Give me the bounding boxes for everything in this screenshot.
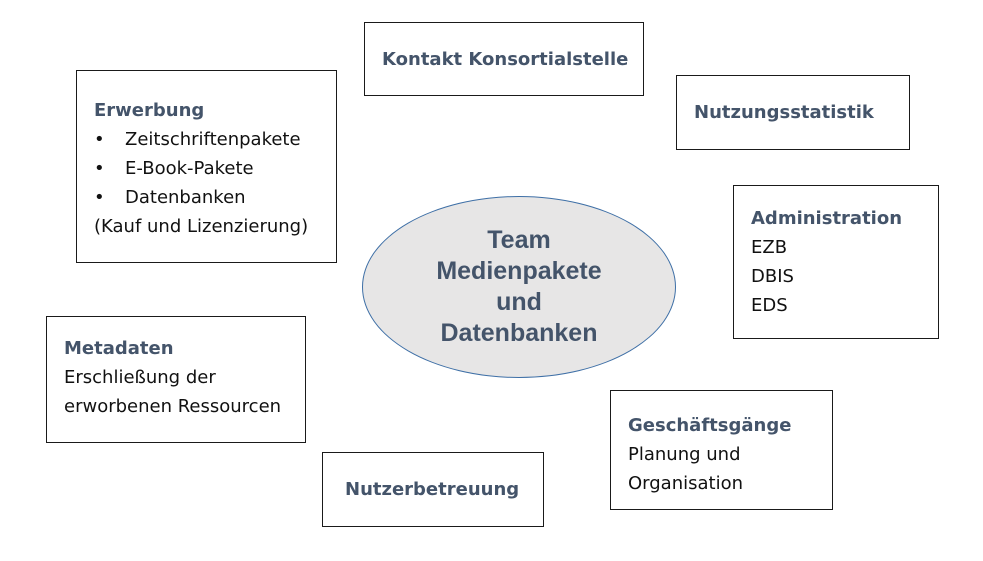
box-title-administration: Administration <box>751 208 903 229</box>
box-title-geschaeftsgaenge: Geschäftsgänge <box>628 415 792 436</box>
bullet-dot: • <box>94 129 105 150</box>
bullet-item: • E-Book-Pakete <box>94 154 336 183</box>
box-title-nutzungsstatistik: Nutzungsstatistik <box>694 102 874 123</box>
center-ellipse: Team Medienpakete und Datenbanken <box>362 196 676 378</box>
metadaten-line: erworbenen Ressourcen <box>64 396 282 417</box>
bullet-dot: • <box>94 158 105 179</box>
bullet-text: E-Book-Pakete <box>125 158 254 179</box>
box-nutzungsstatistik: Nutzungsstatistik <box>676 75 910 150</box>
center-line-2: Medienpakete <box>436 257 602 285</box>
metadaten-line: Erschließung der <box>64 367 216 388</box>
administration-line: DBIS <box>751 266 794 287</box>
bullet-text: Datenbanken <box>125 187 246 208</box>
box-title-erwerbung: Erwerbung <box>94 100 205 121</box>
box-kontakt-konsortialstelle: Kontakt Konsortialstelle <box>364 22 644 96</box>
erwerbung-note: (Kauf und Lizenzierung) <box>94 216 309 237</box>
administration-line: EDS <box>751 295 788 316</box>
geschaeftsgaenge-line: Organisation <box>628 473 744 494</box>
geschaeftsgaenge-line: Planung und <box>628 444 741 465</box>
center-line-1: Team <box>487 226 551 254</box>
box-administration: Administration EZB DBIS EDS <box>733 185 939 339</box>
box-metadaten: Metadaten Erschließung der erworbenen Re… <box>46 316 306 443</box>
box-title-kontakt: Kontakt Konsortialstelle <box>382 48 629 70</box>
box-geschaeftsgaenge: Geschäftsgänge Planung und Organisation <box>610 390 833 510</box>
center-line-4: Datenbanken <box>440 319 598 347</box>
bullet-text: Zeitschriftenpakete <box>125 129 301 150</box>
box-title-metadaten: Metadaten <box>64 338 174 359</box>
bullet-item: • Zeitschriftenpakete <box>94 125 336 154</box>
bullet-item: • Datenbanken <box>94 183 336 212</box>
box-nutzerbetreuung: Nutzerbetreuung <box>322 452 544 527</box>
administration-line: EZB <box>751 237 788 258</box>
bullet-dot: • <box>94 187 105 208</box>
center-line-3: und <box>496 288 542 316</box>
box-erwerbung: Erwerbung • Zeitschriftenpakete • E-Book-P… <box>76 70 337 263</box>
box-title-nutzerbetreuung: Nutzerbetreuung <box>345 479 520 500</box>
